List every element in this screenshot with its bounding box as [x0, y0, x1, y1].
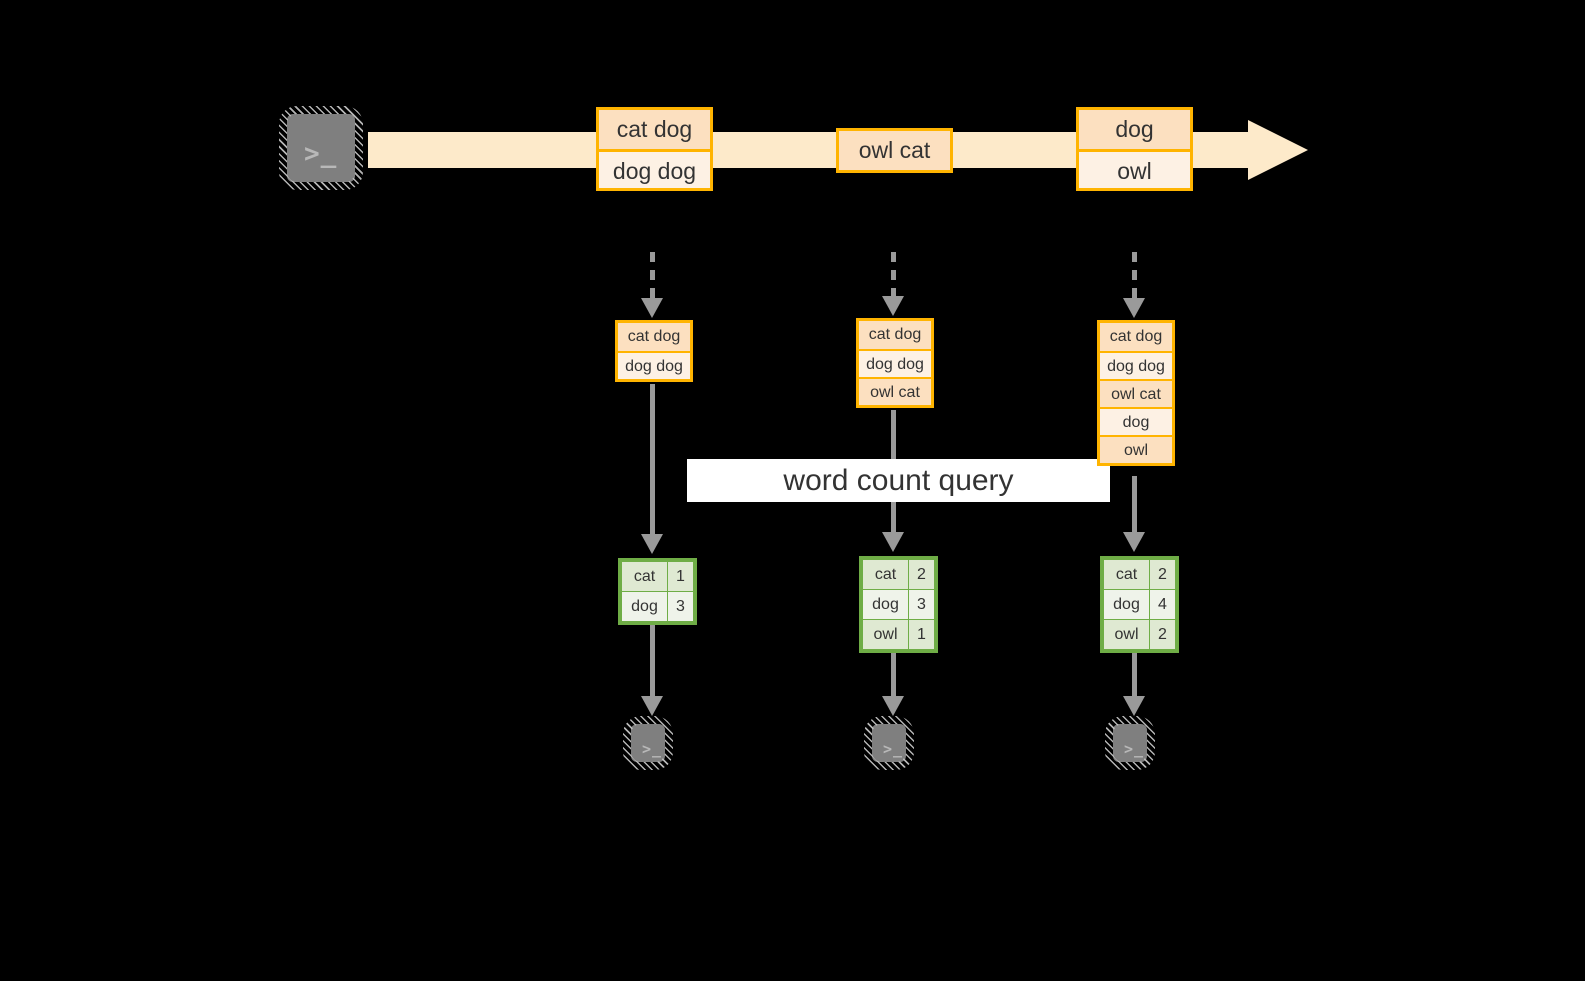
- result-count: 3: [667, 591, 694, 622]
- terminal-body: [872, 724, 906, 762]
- state-row: dog: [1100, 407, 1172, 435]
- event-to-state-arrowhead: [882, 296, 904, 316]
- event-line: owl cat: [839, 131, 950, 170]
- terminal-body: [1113, 724, 1147, 762]
- state-row: cat dog: [1100, 323, 1172, 351]
- result-table[interactable]: cat 2 dog 4 owl 2: [1100, 556, 1179, 653]
- state-stack[interactable]: cat dog dog dog: [615, 320, 693, 382]
- terminal-body: [287, 114, 355, 182]
- timeline-event-box[interactable]: cat dog dog dog: [596, 107, 713, 191]
- state-row: owl: [1100, 435, 1172, 463]
- result-count: 1: [908, 619, 935, 650]
- result-count: 4: [1149, 589, 1176, 620]
- result-count: 2: [1149, 559, 1176, 590]
- event-line: dog dog: [599, 149, 710, 188]
- table-row: owl 1: [862, 619, 935, 650]
- event-to-state-connector: [891, 252, 896, 298]
- table-row: cat 2: [862, 559, 935, 590]
- result-to-sink-connector: [1132, 648, 1137, 700]
- state-row: dog dog: [859, 349, 931, 377]
- result-to-sink-arrowhead: [1123, 696, 1145, 716]
- result-count: 2: [908, 559, 935, 590]
- event-to-state-arrowhead: [1123, 298, 1145, 318]
- query-label-text: word count query: [783, 464, 1014, 497]
- state-row: cat dog: [859, 321, 931, 349]
- result-word: owl: [862, 619, 909, 650]
- result-table-grid: cat 2 dog 4 owl 2: [1103, 559, 1176, 650]
- terminal-prompt-glyph: >_: [883, 740, 904, 758]
- result-word: dog: [1103, 589, 1150, 620]
- result-word: dog: [862, 589, 909, 620]
- table-row: cat 2: [1103, 559, 1176, 590]
- state-row: cat dog: [618, 323, 690, 351]
- result-word: cat: [621, 561, 668, 592]
- state-to-result-arrowhead: [641, 534, 663, 554]
- terminal-prompt-glyph: >_: [304, 139, 338, 169]
- result-to-sink-arrowhead: [882, 696, 904, 716]
- sink-terminal-icon: >_: [1105, 716, 1155, 770]
- result-table-grid: cat 2 dog 3 owl 1: [862, 559, 935, 650]
- result-count: 2: [1149, 619, 1176, 650]
- event-to-state-connector: [1132, 252, 1137, 300]
- result-word: cat: [862, 559, 909, 590]
- result-word: cat: [1103, 559, 1150, 590]
- state-to-result-arrowhead: [1123, 532, 1145, 552]
- result-to-sink-connector: [891, 648, 896, 700]
- result-count: 1: [667, 561, 694, 592]
- state-to-result-connector: [1132, 476, 1137, 534]
- result-table[interactable]: cat 2 dog 3 owl 1: [859, 556, 938, 653]
- table-row: dog 4: [1103, 589, 1176, 620]
- terminal-prompt-glyph: >_: [1124, 740, 1145, 758]
- state-to-result-connector: [650, 384, 655, 536]
- state-row: dog dog: [618, 351, 690, 379]
- sink-terminal-icon: >_: [864, 716, 914, 770]
- result-table-grid: cat 1 dog 3: [621, 561, 694, 622]
- state-row: owl cat: [859, 377, 931, 405]
- table-row: dog 3: [621, 591, 694, 622]
- result-table[interactable]: cat 1 dog 3: [618, 558, 697, 625]
- event-line: cat dog: [599, 110, 710, 149]
- result-count: 3: [908, 589, 935, 620]
- state-stack[interactable]: cat dog dog dog owl cat: [856, 318, 934, 408]
- event-line: dog: [1079, 110, 1190, 149]
- timeline-event-box[interactable]: dog owl: [1076, 107, 1193, 191]
- result-to-sink-arrowhead: [641, 696, 663, 716]
- terminal-body: [631, 724, 665, 762]
- result-word: owl: [1103, 619, 1150, 650]
- state-row: dog dog: [1100, 351, 1172, 379]
- timeline-event-box[interactable]: owl cat: [836, 128, 953, 173]
- terminal-prompt-glyph: >_: [642, 740, 663, 758]
- event-to-state-connector: [650, 252, 655, 300]
- event-line: owl: [1079, 149, 1190, 188]
- query-label-banner: word count query: [687, 459, 1110, 502]
- sink-terminal-icon: >_: [623, 716, 673, 770]
- table-row: dog 3: [862, 589, 935, 620]
- table-row: owl 2: [1103, 619, 1176, 650]
- table-row: cat 1: [621, 561, 694, 592]
- event-to-state-arrowhead: [641, 298, 663, 318]
- state-to-result-arrowhead: [882, 532, 904, 552]
- result-word: dog: [621, 591, 668, 622]
- state-row: owl cat: [1100, 379, 1172, 407]
- source-terminal-icon: >_: [279, 106, 363, 190]
- state-stack[interactable]: cat dog dog dog owl cat dog owl: [1097, 320, 1175, 466]
- result-to-sink-connector: [650, 620, 655, 700]
